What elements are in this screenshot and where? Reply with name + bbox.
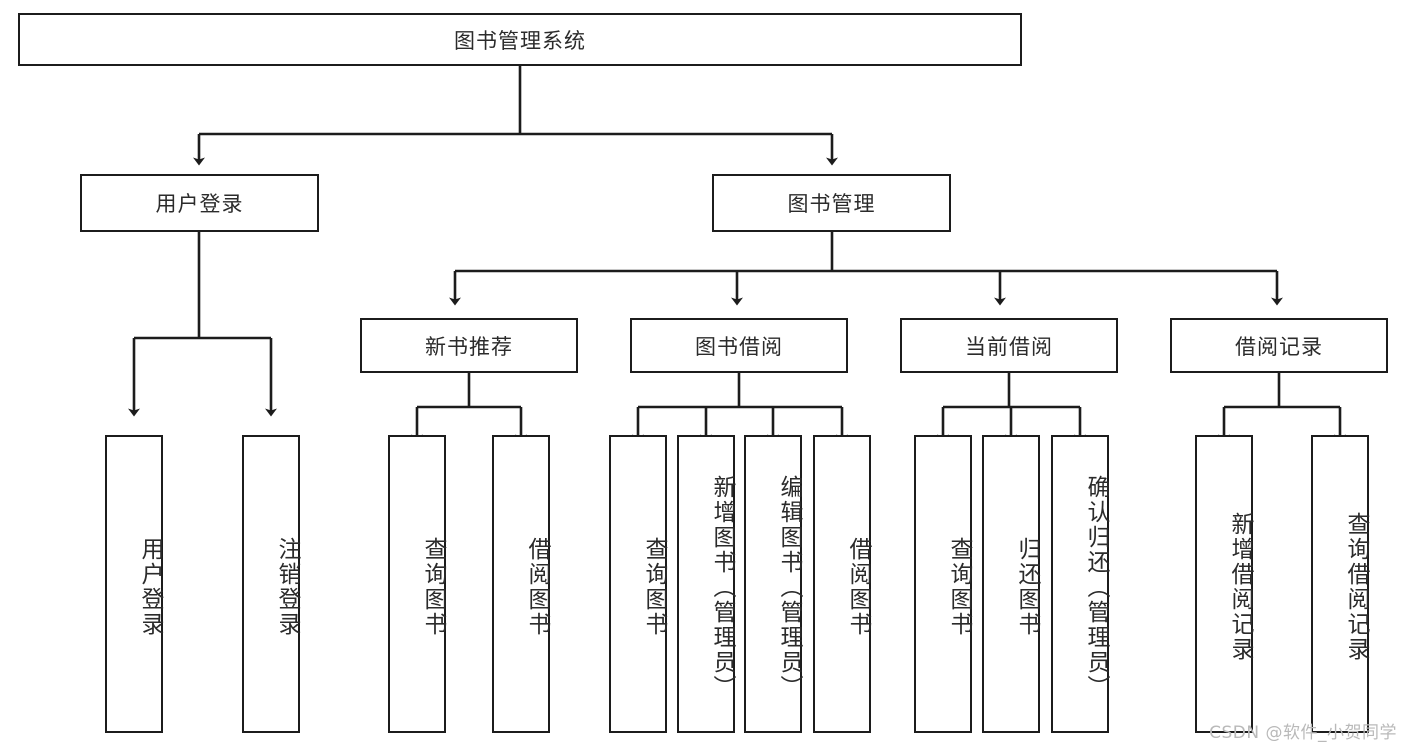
leaf-current-borrow-confirm[interactable]: 确认归还（管理员） — [1051, 435, 1109, 733]
node-label: 查询图书 — [641, 537, 667, 637]
leaf-new-book-query[interactable]: 查询图书 — [388, 435, 446, 733]
node-label: 新增图书（管理员） — [709, 474, 735, 700]
node-book-borrow[interactable]: 图书借阅 — [630, 318, 848, 373]
node-label: 图书管理系统 — [454, 28, 586, 53]
leaf-new-book-borrow[interactable]: 借阅图书 — [492, 435, 550, 733]
node-borrow-record[interactable]: 借阅记录 — [1170, 318, 1388, 373]
node-label: 归还图书 — [1014, 537, 1040, 637]
node-label: 确认归还（管理员） — [1083, 474, 1109, 700]
node-new-book-recommend[interactable]: 新书推荐 — [360, 318, 578, 373]
leaf-borrow-record-query[interactable]: 查询借阅记录 — [1311, 435, 1369, 733]
node-user-login[interactable]: 用户登录 — [80, 174, 319, 232]
leaf-book-borrow-add[interactable]: 新增图书（管理员） — [677, 435, 735, 733]
node-current-borrow[interactable]: 当前借阅 — [900, 318, 1118, 373]
leaf-user-login-signin[interactable]: 用户登录 — [105, 435, 163, 733]
node-label: 用户登录 — [137, 537, 163, 637]
node-label: 注销登录 — [274, 537, 300, 637]
node-label: 新书推荐 — [425, 334, 513, 359]
node-label: 图书管理 — [787, 192, 876, 216]
node-label: 借阅图书 — [524, 537, 550, 637]
leaf-current-borrow-query[interactable]: 查询图书 — [914, 435, 972, 733]
leaf-borrow-record-add[interactable]: 新增借阅记录 — [1195, 435, 1253, 733]
leaf-book-borrow-lend[interactable]: 借阅图书 — [813, 435, 871, 733]
node-label: 查询借阅记录 — [1343, 512, 1369, 662]
csdn-watermark: CSDN @软件_小贺同学 — [1209, 723, 1397, 743]
node-label: 用户登录 — [155, 192, 244, 216]
leaf-book-borrow-edit[interactable]: 编辑图书（管理员） — [744, 435, 802, 733]
leaf-book-borrow-query[interactable]: 查询图书 — [609, 435, 667, 733]
node-label: 查询图书 — [420, 537, 446, 637]
node-label: 借阅记录 — [1235, 334, 1323, 359]
node-label: 新增借阅记录 — [1227, 512, 1253, 662]
leaf-user-login-signout[interactable]: 注销登录 — [242, 435, 300, 733]
node-label: 图书借阅 — [695, 334, 783, 359]
node-label: 当前借阅 — [965, 334, 1053, 359]
leaf-current-borrow-return[interactable]: 归还图书 — [982, 435, 1040, 733]
node-label: 查询图书 — [946, 537, 972, 637]
node-label: 编辑图书（管理员） — [776, 474, 802, 700]
node-label: 借阅图书 — [845, 537, 871, 637]
node-root-system[interactable]: 图书管理系统 — [18, 13, 1022, 66]
node-book-management[interactable]: 图书管理 — [712, 174, 951, 232]
